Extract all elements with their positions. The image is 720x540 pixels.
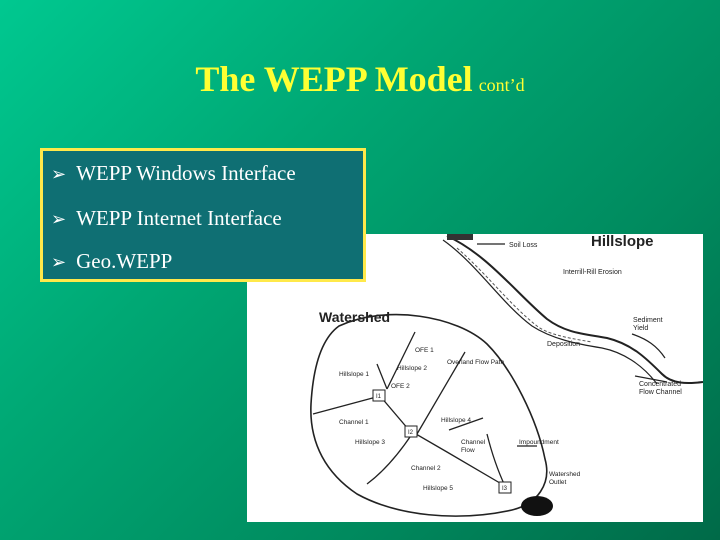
bullet-item: ➢ Geo.WEPP	[51, 249, 172, 274]
label-channel-flow-2: Flow	[461, 447, 475, 454]
label-hillslope2: Hillslope 2	[397, 365, 427, 372]
arrow-bullet-icon: ➢	[51, 164, 67, 185]
label-i2: I2	[408, 430, 414, 436]
watershed-outline	[310, 313, 548, 517]
label-hillslope5: Hillslope 5	[423, 485, 453, 492]
bullet-text: WEPP Internet Interface	[76, 206, 282, 230]
label-overland: Overland Flow Path	[447, 359, 504, 366]
label-sediment-2: Yield	[633, 325, 648, 332]
title-main: The WEPP Model	[195, 59, 473, 99]
bullet-box: ➢ WEPP Windows Interface ➢ WEPP Internet I…	[40, 148, 366, 282]
label-hillslope4: Hillslope 4	[441, 417, 471, 424]
hillslope-heading: Hillslope	[591, 234, 654, 250]
arrow-bullet-icon: ➢	[51, 209, 67, 230]
label-soil-loss: Soil Loss	[509, 242, 538, 249]
label-hillslope1: Hillslope 1	[339, 371, 369, 378]
label-ofe2: OFE 2	[391, 383, 410, 390]
watershed-heading: Watershed	[319, 309, 390, 325]
bullet-text: WEPP Windows Interface	[76, 161, 296, 185]
label-sediment-1: Sediment	[633, 317, 663, 324]
bullet-item: ➢ WEPP Windows Interface	[51, 161, 296, 186]
hillslope-profile	[442, 234, 703, 385]
label-channel-flow-1: Channel	[461, 439, 486, 446]
label-channel2: Channel 2	[411, 465, 441, 472]
arrow-bullet-icon: ➢	[51, 252, 67, 273]
bullet-text: Geo.WEPP	[76, 249, 173, 273]
label-deposition: Deposition	[547, 341, 580, 348]
label-outlet-1: Watershed	[549, 471, 581, 478]
watershed-nodes	[372, 389, 512, 494]
diagram-svg: Hillslope Watershed Soil Loss Interrill-…	[310, 234, 703, 517]
title-suffix: cont’d	[478, 75, 525, 95]
label-impoundment: Impoundment	[519, 439, 559, 446]
label-ofe1: OFE 1	[415, 347, 434, 354]
bullet-item: ➢ WEPP Internet Interface	[51, 206, 282, 231]
label-concentrated-2: Flow Channel	[639, 389, 682, 396]
label-concentrated-1: Concentrated	[639, 381, 681, 388]
label-i1: I1	[376, 394, 382, 400]
label-outlet-2: Outlet	[549, 479, 567, 486]
label-channel1: Channel 1	[339, 419, 369, 426]
label-hillslope3: Hillslope 3	[355, 439, 385, 446]
watershed-channels	[312, 331, 537, 487]
label-i3: I3	[502, 486, 508, 492]
hillslope-arrows	[477, 243, 668, 383]
wepp-diagram: Hillslope Watershed Soil Loss Interrill-…	[247, 234, 703, 522]
label-interrill: Interrill-Rill Erosion	[563, 269, 622, 276]
watershed-outlet	[521, 496, 553, 516]
